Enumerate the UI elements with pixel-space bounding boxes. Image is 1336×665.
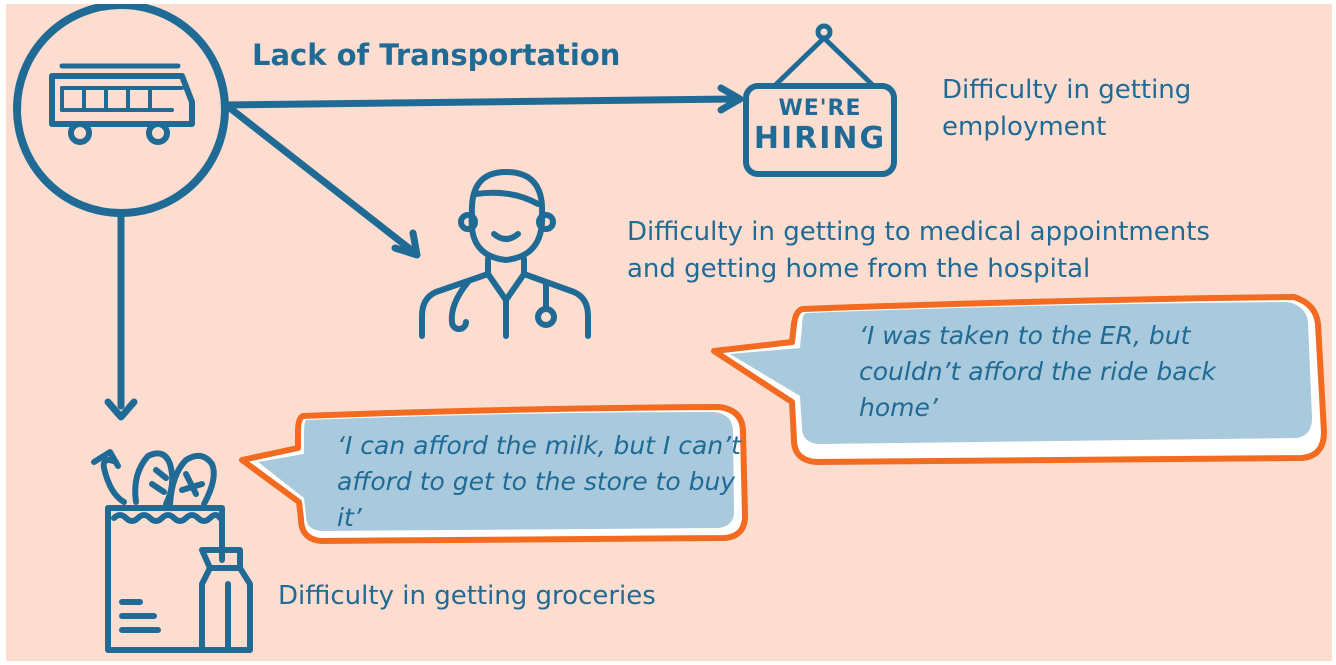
hiring-sign-icon: [743, 23, 897, 177]
quote-milk: ‘I can afford the milk, but I can’t affo…: [337, 431, 741, 532]
speech-bubble-er: [711, 294, 1327, 465]
hiring-sign-text: WE'RE HIRING: [750, 96, 890, 156]
hiring-sign-line1: WE'RE: [778, 96, 862, 121]
arrow-to-medical: [222, 101, 414, 253]
quote-er: ‘I was taken to the ER, but couldn’t aff…: [859, 321, 1216, 422]
diagram-canvas: WE'RE HIRING Lack of Transportation Diff…: [6, 4, 1332, 661]
caption-groceries: Difficulty in getting groceries: [278, 581, 656, 611]
bus-icon: [13, 4, 229, 217]
diagram-title: Lack of Transportation: [252, 38, 621, 72]
caption-employment: Difficulty in getting employment: [942, 75, 1192, 142]
hiring-sign-line2: HIRING: [753, 121, 887, 156]
speech-bubble-milk: [239, 404, 748, 544]
grocery-bag-icon: [91, 449, 253, 653]
doctor-icon: [419, 169, 591, 339]
diagram-graphics: [13, 4, 1327, 653]
arrows: [104, 84, 744, 421]
arrow-to-employment: [222, 95, 738, 109]
caption-medical: Difficulty in getting to medical appoint…: [627, 217, 1210, 284]
